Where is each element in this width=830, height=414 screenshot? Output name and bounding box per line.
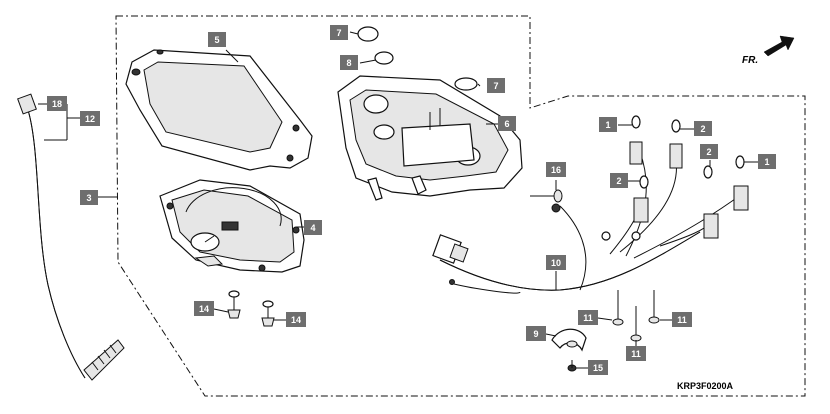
screws-14 [227, 290, 275, 327]
svg-text:1: 1 [764, 157, 769, 167]
lenses [357, 26, 478, 91]
svg-text:14: 14 [199, 304, 209, 314]
meter-panel [159, 179, 305, 273]
callout-2-left: 2 [610, 173, 628, 188]
callout-6: 6 [498, 116, 516, 131]
callout-14-left: 14 [194, 301, 214, 316]
callout-10: 10 [546, 255, 566, 270]
svg-text:11: 11 [583, 313, 593, 323]
svg-text:7: 7 [336, 28, 341, 38]
callout-8: 8 [340, 55, 358, 70]
screws-11 [612, 290, 660, 342]
front-arrow-icon [763, 35, 795, 57]
callout-5: 5 [208, 32, 226, 47]
assembly-boundary [115, 15, 806, 397]
diagram-code: KRP3F0200A [677, 381, 734, 391]
callout-9: 9 [526, 326, 546, 341]
svg-text:11: 11 [677, 315, 687, 325]
svg-text:7: 7 [493, 81, 498, 91]
callout-11-right: 11 [672, 312, 692, 327]
callout-7-top: 7 [330, 25, 348, 40]
screw-16 [530, 189, 563, 213]
svg-text:2: 2 [706, 147, 711, 157]
svg-text:18: 18 [52, 99, 62, 109]
svg-text:9: 9 [533, 329, 538, 339]
callout-2-middle: 2 [700, 144, 718, 159]
callout-11-bottom: 11 [626, 346, 646, 361]
callout-7-right: 7 [487, 78, 505, 93]
svg-text:8: 8 [346, 58, 351, 68]
callout-18: 18 [47, 96, 67, 111]
callout-3: 3 [80, 190, 98, 205]
speedometer-cable [17, 93, 125, 381]
svg-text:2: 2 [700, 124, 705, 134]
svg-text:3: 3 [86, 193, 91, 203]
meter-case [337, 75, 523, 201]
callout-1-right: 1 [758, 154, 776, 169]
svg-text:4: 4 [310, 223, 315, 233]
front-direction-indicator: FR. [742, 35, 795, 66]
svg-text:14: 14 [291, 315, 301, 325]
callout-2-top: 2 [694, 121, 712, 136]
meter-upper-cover [125, 49, 313, 171]
svg-text:11: 11 [631, 349, 641, 359]
svg-text:2: 2 [616, 176, 621, 186]
callout-16: 16 [546, 162, 566, 177]
wire-harness [432, 115, 749, 294]
callout-12: 12 [80, 111, 100, 126]
svg-text:12: 12 [85, 114, 95, 124]
callout-14-right: 14 [286, 312, 306, 327]
svg-text:16: 16 [551, 165, 561, 175]
clamp-9 [551, 328, 587, 352]
screw-15 [567, 360, 577, 372]
callout-11-left: 11 [578, 310, 598, 325]
callout-15: 15 [588, 360, 608, 375]
svg-text:5: 5 [214, 35, 219, 45]
svg-text:15: 15 [593, 363, 603, 373]
svg-text:10: 10 [551, 258, 561, 268]
svg-text:6: 6 [504, 119, 509, 129]
callout-1-left: 1 [599, 117, 617, 132]
front-direction-label: FR. [742, 55, 758, 66]
callout-4: 4 [304, 220, 322, 235]
svg-text:1: 1 [605, 120, 610, 130]
